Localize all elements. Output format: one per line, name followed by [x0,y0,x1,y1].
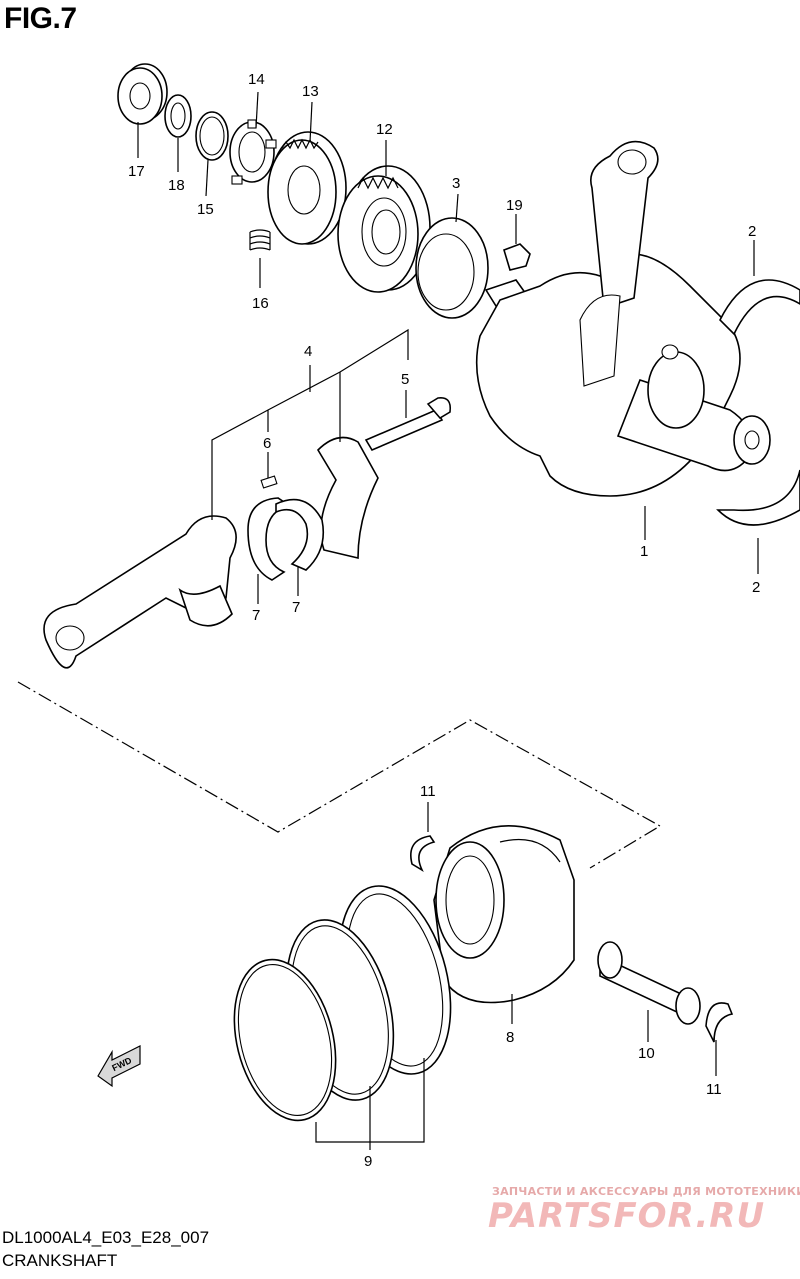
part-11-pin-circlip-lower[interactable] [705,1002,734,1043]
part-9-piston-ring-set[interactable] [219,874,469,1131]
callout-12: 12 [376,121,393,138]
part-15-circlip[interactable] [195,111,229,161]
callout-18: 18 [168,177,185,194]
figure-title: FIG.7 [4,2,77,35]
part-3-thrust-washer[interactable] [415,217,489,319]
watermark-logo: PARTSFOR.RU [488,1196,766,1236]
callout-7-left: 7 [252,607,260,624]
callout-8: 8 [506,1029,514,1046]
part-2-lower-main-bearing[interactable] [716,469,800,526]
part-17-nut[interactable] [117,63,168,125]
watermark-tagline: ЗАПЧАСТИ И АКСЕССУАРЫ ДЛЯ МОТОТЕХНИКИ [492,1185,800,1198]
callout-5: 5 [401,371,409,388]
callout-11-lower: 11 [706,1081,722,1098]
callout-19: 19 [506,197,523,214]
callout-1: 1 [640,543,648,560]
section-boundary-line [17,681,662,869]
callout-labels: 17 18 15 14 13 12 3 19 16 2 1 2 4 5 6 7 … [128,71,760,1170]
part-16-spring[interactable] [249,229,271,251]
part-12-gear[interactable] [337,165,431,293]
part-2-upper-main-bearing[interactable] [719,279,800,336]
callout-14: 14 [248,71,265,88]
part-13-gear[interactable] [267,131,347,245]
callout-2-lower: 2 [752,579,760,596]
part-7-conrod-bearing-left[interactable] [247,497,293,581]
callout-2-upper: 2 [748,223,756,240]
model-code: DL1000AL4_E03_E28_007 [2,1228,210,1247]
callout-7-right: 7 [292,599,300,616]
section-name: CRANKSHAFT [2,1251,118,1270]
part-18-washer[interactable] [164,94,192,138]
part-7-conrod-bearing-right[interactable] [275,498,325,571]
callout-10: 10 [638,1045,655,1062]
part-19-key[interactable] [503,243,531,271]
callout-17: 17 [128,163,145,180]
part-5-conrod-bolt[interactable] [364,396,452,452]
callout-4: 4 [304,343,312,360]
callout-3: 3 [452,175,460,192]
callout-15: 15 [197,201,214,218]
leader-lines [137,91,759,1150]
part-6-dowel-pin[interactable] [260,475,278,489]
part-8-piston[interactable] [433,825,575,1004]
callout-16: 16 [252,295,269,312]
part-14-lock-washer[interactable] [229,119,277,185]
part-4-connecting-rod[interactable] [43,436,379,669]
fwd-arrow-icon: FWD [97,1045,141,1088]
callout-6: 6 [263,435,271,452]
part-10-piston-pin[interactable] [597,941,701,1025]
callout-11-upper: 11 [420,783,436,800]
part-11-pin-circlip-upper[interactable] [410,835,436,873]
callout-9: 9 [364,1153,372,1170]
callout-13: 13 [302,83,319,100]
part-1-crankshaft[interactable] [475,140,771,497]
